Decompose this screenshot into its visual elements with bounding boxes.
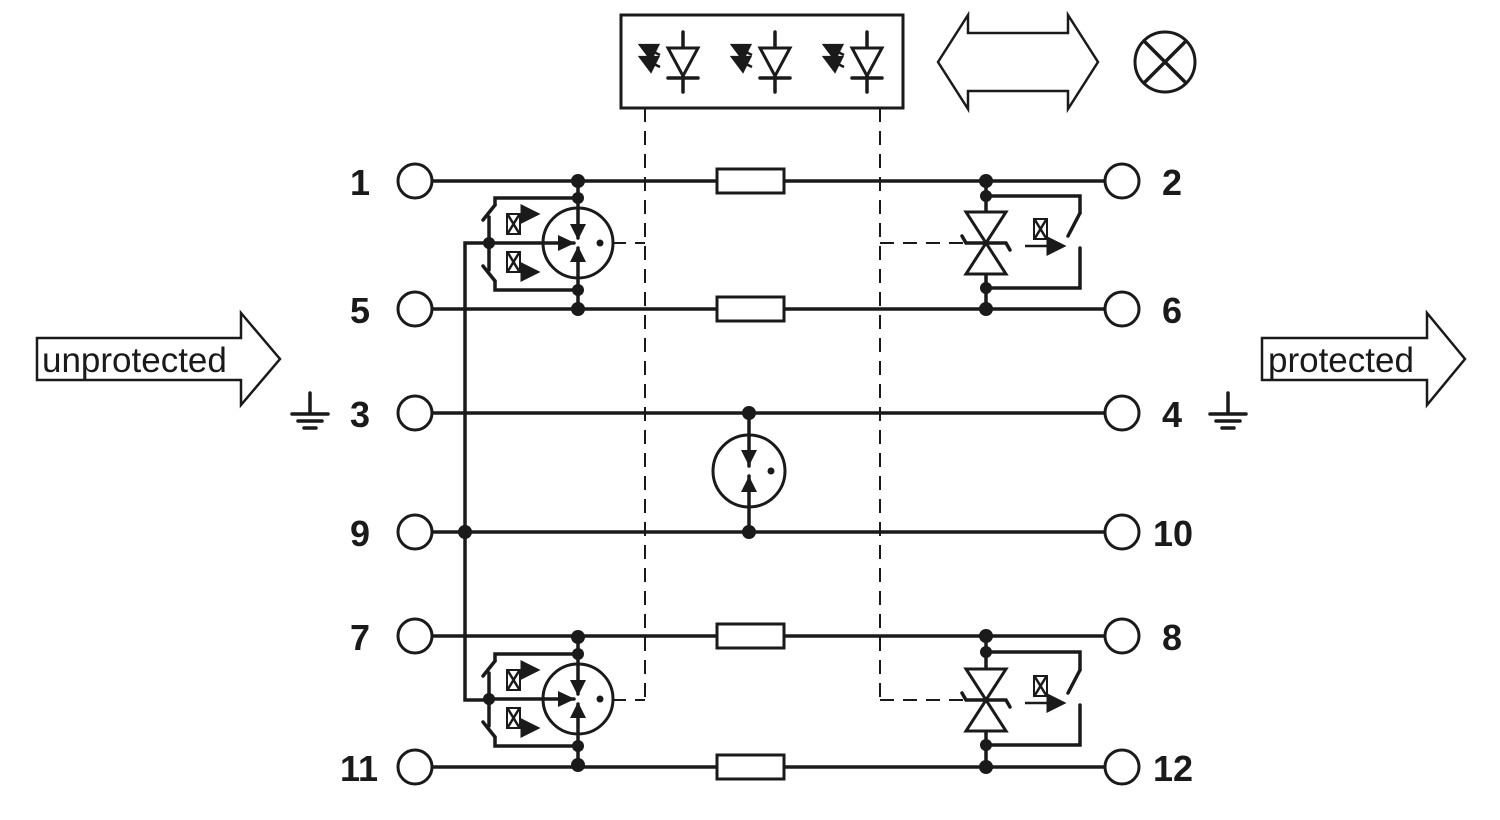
terminal-5: 5: [350, 290, 434, 331]
terminal-5-label: 5: [350, 290, 370, 331]
terminal-12-label: 12: [1153, 748, 1193, 789]
terminal-2-label: 2: [1162, 162, 1182, 203]
terminal-9: 9: [350, 513, 434, 554]
resistor-icon: [715, 753, 786, 781]
protected-label: protected: [1268, 341, 1414, 380]
terminal-3-label: 3: [350, 394, 370, 435]
resistor-icon: [715, 167, 786, 195]
terminal-9-label: 9: [350, 513, 370, 554]
tvs-diode-icon: [960, 629, 1082, 774]
indicator-link: [612, 108, 965, 701]
terminal-1: 1: [350, 162, 434, 203]
terminal-3: 3: [350, 394, 434, 435]
unprotected-label: unprotected: [42, 341, 227, 380]
double-arrow-icon: [936, 10, 1100, 114]
resistor-icon: [715, 622, 786, 650]
terminal-7-label: 7: [350, 617, 370, 658]
terminal-12: 12: [1103, 748, 1193, 789]
terminal-8-label: 8: [1162, 617, 1182, 658]
resistor-icon: [715, 295, 786, 323]
tvs-diode-icon: [960, 174, 1082, 316]
terminal-6-label: 6: [1162, 290, 1182, 331]
terminal-6: 6: [1103, 290, 1182, 331]
terminal-8: 8: [1103, 617, 1182, 658]
led-indicator-icon: [619, 13, 905, 110]
lamp-icon: [1133, 30, 1197, 94]
unprotected-arrow: unprotected: [35, 309, 282, 409]
terminal-11: 11: [340, 748, 434, 789]
terminal-2: 2: [1103, 162, 1182, 203]
terminal-10: 10: [1103, 513, 1193, 554]
terminal-4-label: 4: [1162, 394, 1182, 435]
terminal-7: 7: [350, 617, 434, 658]
terminal-4: 4: [1103, 394, 1182, 435]
ground-icon: [1208, 391, 1248, 430]
ground-icon: [290, 391, 330, 430]
gas-discharge-tube-icon: [483, 630, 613, 772]
terminal-10-label: 10: [1153, 513, 1193, 554]
terminal-11-label: 11: [340, 748, 378, 789]
gas-discharge-tube-icon: [711, 406, 787, 539]
gas-discharge-tube-icon: [481, 174, 615, 316]
protected-arrow: protected: [1260, 309, 1467, 409]
terminal-1-label: 1: [350, 162, 370, 203]
